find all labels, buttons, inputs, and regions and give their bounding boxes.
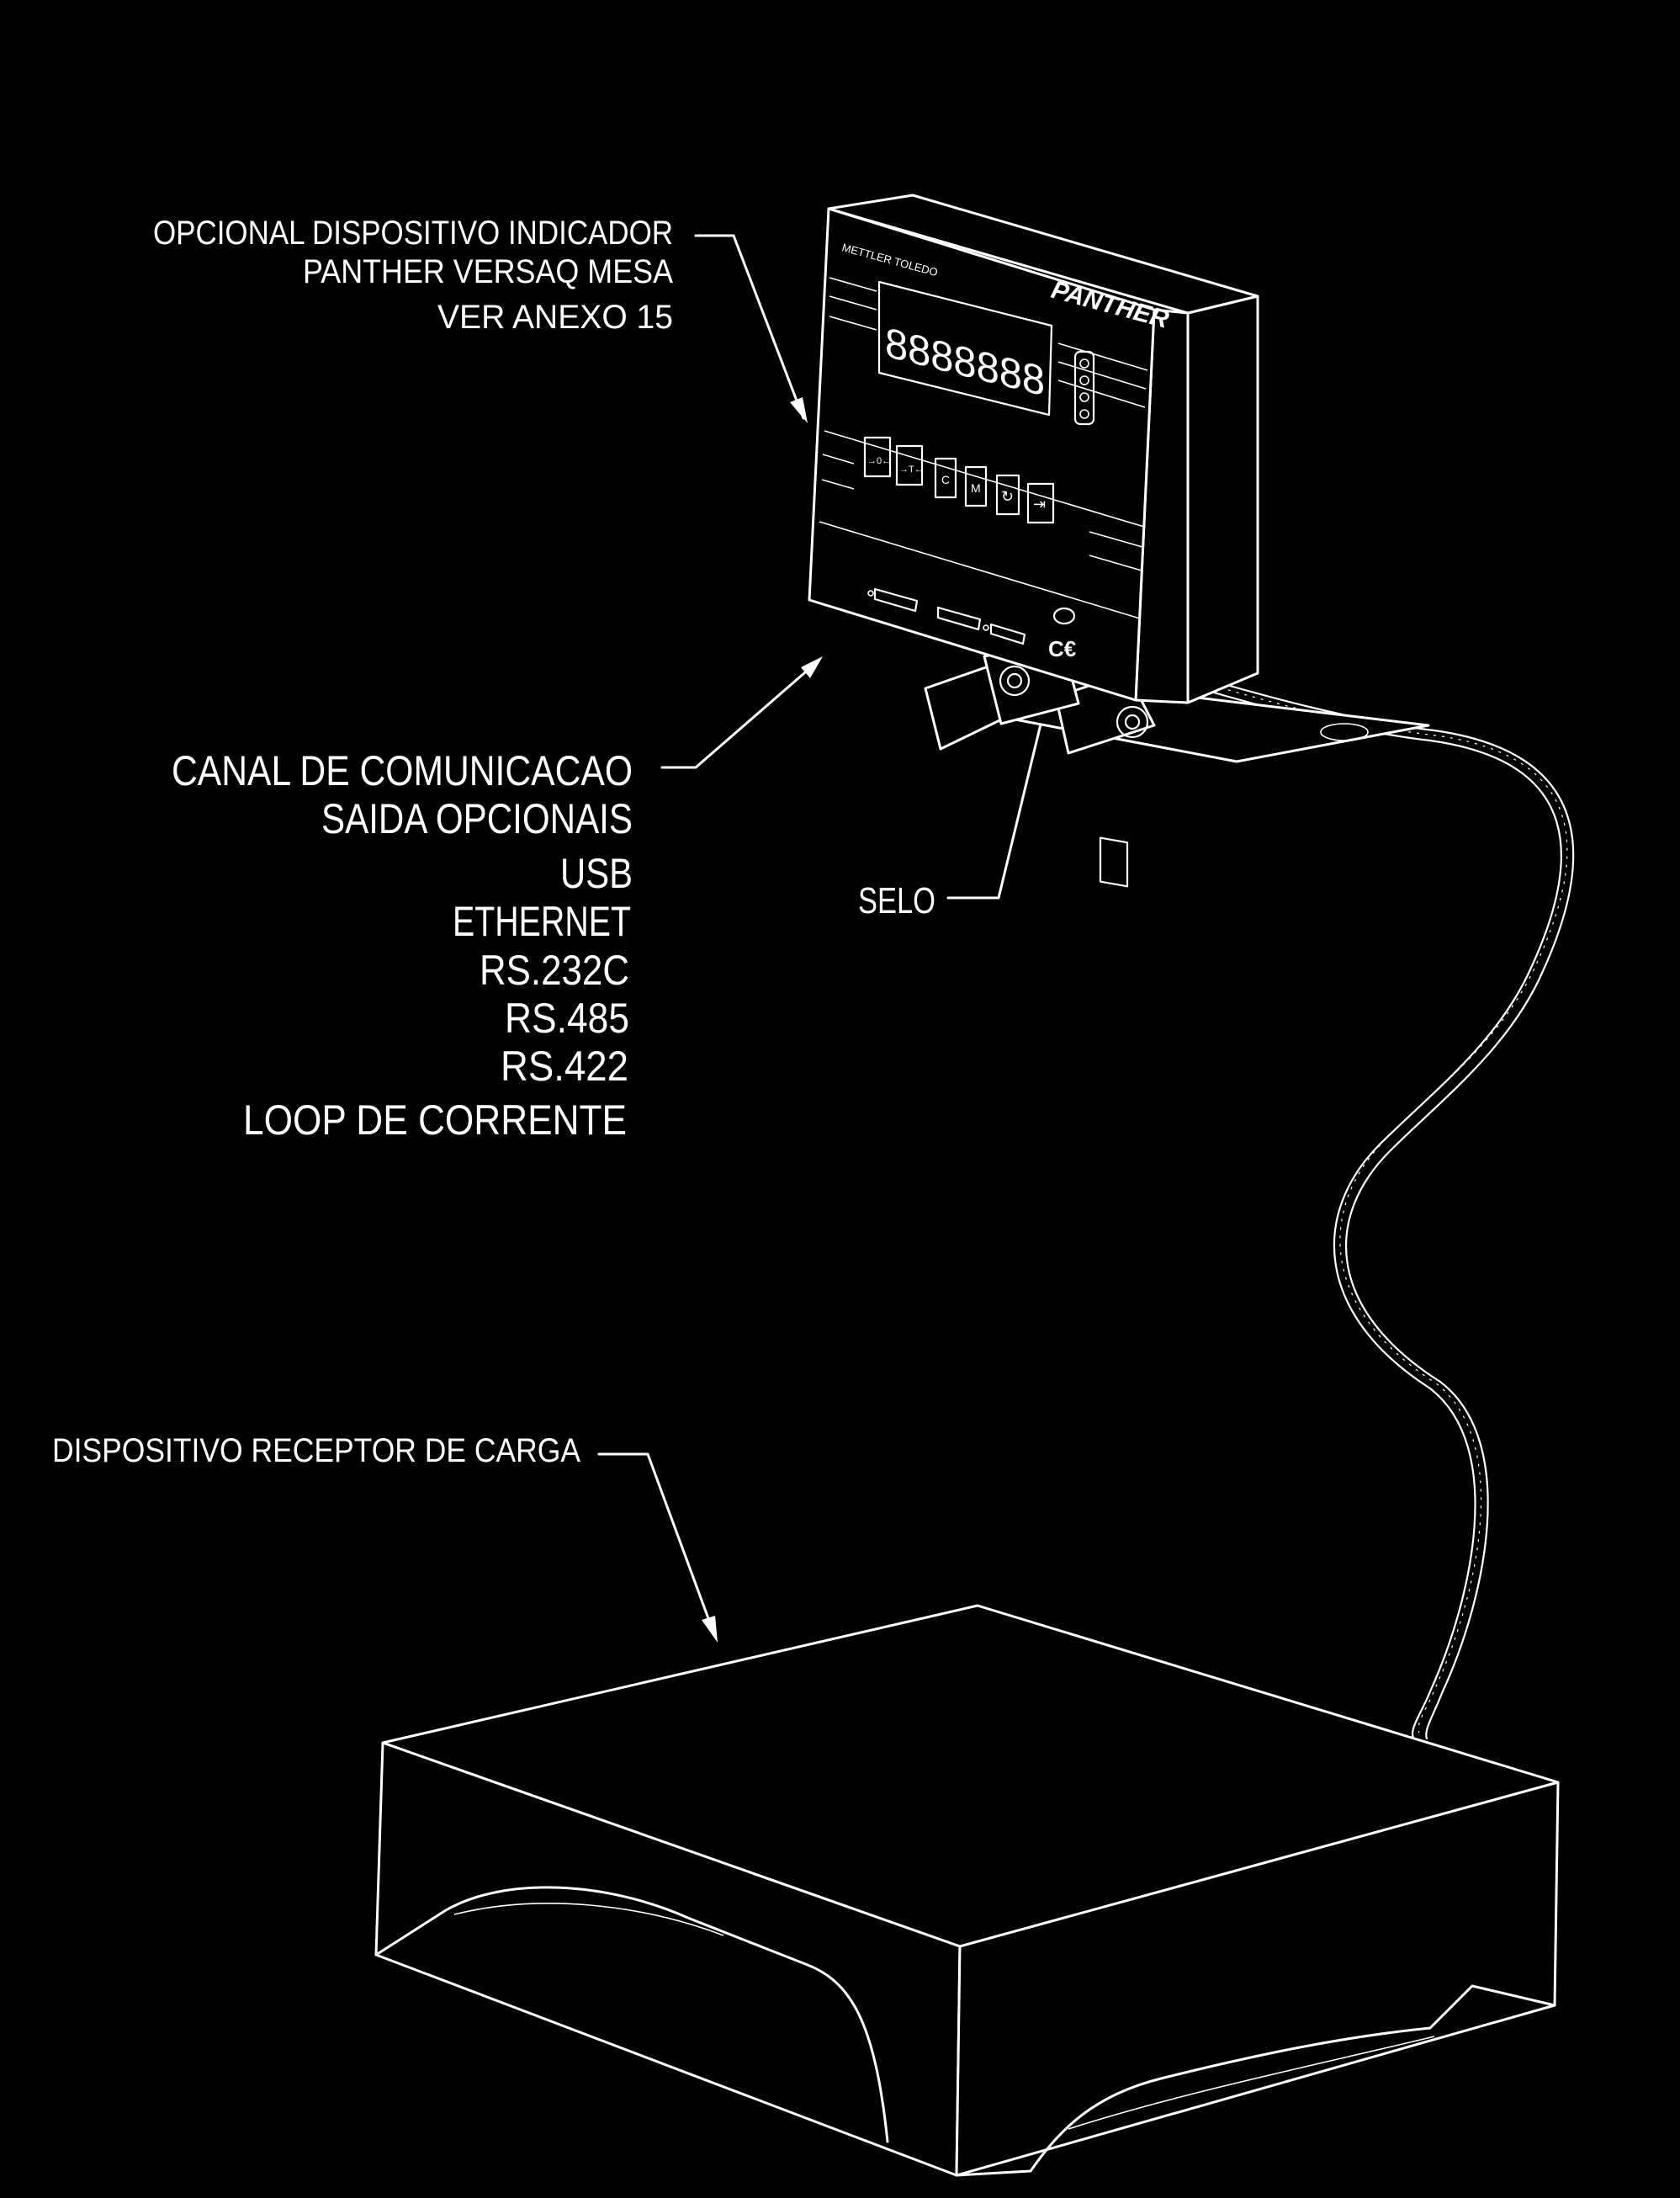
output-rs485: RS.485 xyxy=(505,995,629,1042)
housing-back xyxy=(1186,295,1259,704)
output-usb: USB xyxy=(560,850,633,897)
clear-key-label: C xyxy=(941,473,950,486)
housing-front xyxy=(808,207,1156,702)
output-current-loop: LOOP DE CORRENTE xyxy=(243,1096,627,1144)
output-rs422: RS.422 xyxy=(501,1043,628,1090)
output-ethernet: ETHERNET xyxy=(453,898,631,945)
housing-top xyxy=(827,194,1259,315)
load-cell-cable xyxy=(1180,672,1575,1740)
indicator-label-line-2: PANTHER VERSAQ MESA xyxy=(303,253,673,290)
memory-key-label: M xyxy=(971,481,981,495)
seal-plate xyxy=(1099,836,1129,888)
output-rs232c: RS.232C xyxy=(480,947,629,994)
indicator-leader xyxy=(694,234,808,423)
memory-key xyxy=(964,465,988,507)
led-icon xyxy=(1079,375,1089,385)
tare-key xyxy=(895,444,924,486)
ce-mark-icon: C€ xyxy=(1048,636,1076,661)
seal-label: SELO xyxy=(858,880,935,921)
indicator-label-line-1: OPCIONAL DISPOSITIVO INDICADOR xyxy=(153,215,673,252)
tare-key-label: →T← xyxy=(899,465,924,475)
connector-icon xyxy=(936,606,982,631)
zero-key-label: →0← xyxy=(867,456,891,466)
enter-key xyxy=(1026,482,1055,524)
serial-connectors xyxy=(867,587,1026,645)
indicator-label-line-3: VER ANEXO 15 xyxy=(437,299,673,336)
status-leds xyxy=(1073,350,1095,426)
channel-label-line-1: CANAL DE COMUNICACAO xyxy=(172,747,633,794)
connector-icon xyxy=(989,623,1026,645)
front-panel-lines xyxy=(819,277,1148,619)
led-icon xyxy=(1079,392,1089,402)
led-icon xyxy=(1079,358,1089,369)
indicator-label: OPCIONAL DISPOSITIVO INDICADOR PANTHER V… xyxy=(153,215,673,336)
channel-leader xyxy=(660,656,823,769)
channel-label-line-2: SAIDA OPCIONAIS xyxy=(321,795,633,842)
display-window xyxy=(877,280,1053,417)
channel-label: CANAL DE COMUNICACAO SAIDA OPCIONAIS xyxy=(172,747,633,842)
receptor-leader xyxy=(597,1452,718,1643)
led-icon xyxy=(1079,409,1089,419)
connector-icon xyxy=(873,587,919,613)
receptor-label: DISPOSITIVO RECEPTOR DE CARGA xyxy=(52,1432,580,1469)
keypad: →0← →T← C M ↻ ⇥ xyxy=(863,436,1055,524)
output-list: USB ETHERNET RS.232C RS.485 RS.422 LOOP … xyxy=(243,850,633,1144)
clear-key xyxy=(934,457,957,499)
indicator-terminal: 8888888 METTLER TOLEDO PANTHER xyxy=(808,194,1430,888)
bracket-knob-right xyxy=(1116,705,1149,739)
enter-key-label: ⇥ xyxy=(1033,496,1046,512)
function-key xyxy=(995,474,1020,516)
zero-key xyxy=(863,436,892,478)
function-key-label: ↻ xyxy=(1001,488,1014,505)
weighing-platform xyxy=(374,1604,1560,2177)
bracket-knob-left xyxy=(999,665,1031,697)
approval-mark-icon xyxy=(1052,607,1076,625)
